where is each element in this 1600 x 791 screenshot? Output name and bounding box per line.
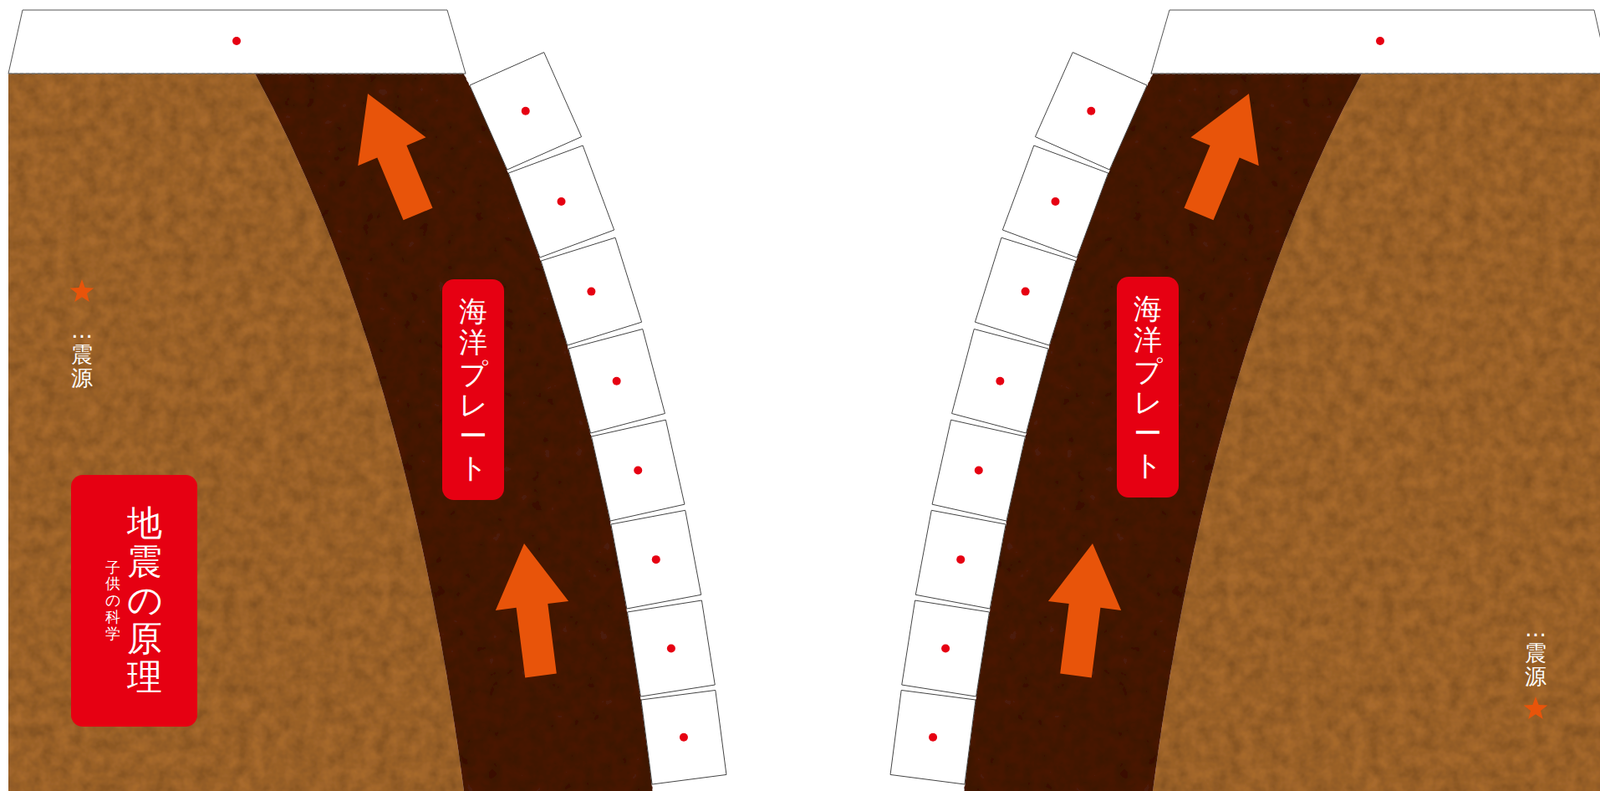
hypocenter-text: …震源 [1524, 616, 1547, 689]
plate-label-box: 海洋プレート [442, 279, 505, 500]
movement-arrow [495, 543, 569, 678]
glue-tab [568, 329, 666, 434]
glue-tab [627, 600, 716, 697]
glue-tab [641, 689, 727, 785]
glue-dot [232, 36, 241, 46]
tab-shape [568, 329, 666, 434]
hypocenter-label: …震源 [1524, 616, 1547, 689]
title-text: 地震の原理 [127, 504, 163, 698]
tab-shape [627, 600, 716, 697]
tab-shape [611, 509, 702, 609]
tab-shape [508, 145, 614, 258]
glue-tab [611, 509, 702, 609]
hypocenter-star [1523, 696, 1549, 719]
hypocenter-text: …震源 [71, 318, 93, 391]
glue-dot [586, 287, 596, 296]
movement-arrow [357, 93, 433, 220]
tab-shape [641, 689, 727, 785]
top-flap [8, 10, 466, 74]
glue-tab [591, 419, 685, 521]
title-box: 地震の原理子供の科学 [71, 474, 198, 727]
plate-label: 海洋プレート [1133, 293, 1162, 481]
glue-dot [652, 555, 661, 564]
glue-dot [556, 197, 566, 206]
hypocenter-label: …震源 [71, 318, 93, 391]
fold-line [8, 73, 466, 75]
glue-tab [540, 237, 642, 346]
plate-arrows [357, 93, 569, 678]
plate-label-box: 海洋プレート [1116, 276, 1179, 498]
plate-label: 海洋プレート [458, 295, 488, 484]
glue-tabs [469, 52, 727, 785]
mirrored-panel [890, 10, 1600, 791]
tab-shape [591, 419, 685, 521]
glue-dot [679, 733, 688, 742]
glue-tab [508, 145, 614, 258]
glue-dot [633, 466, 643, 475]
left-panel [8, 10, 727, 791]
glue-dot [612, 377, 622, 386]
glue-dot [667, 644, 676, 653]
subtitle-text: 子供の科学 [105, 559, 121, 643]
hypocenter-star [70, 279, 95, 302]
tab-shape [540, 237, 642, 346]
glue-dot [521, 107, 530, 116]
